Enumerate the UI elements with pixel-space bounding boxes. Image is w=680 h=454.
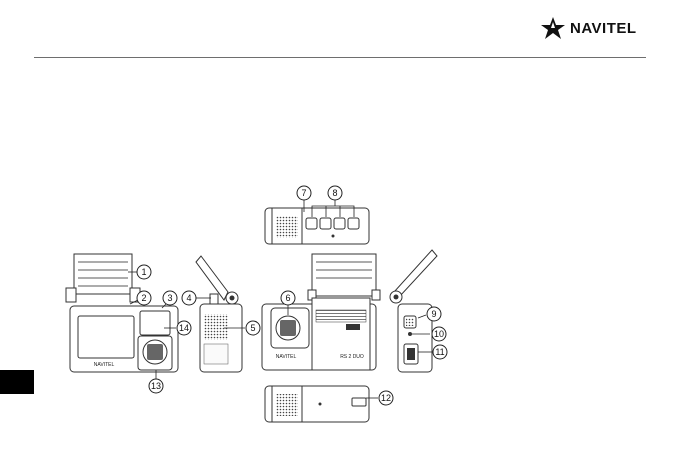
callout-4: 4 [181,290,197,306]
top-button-2 [319,217,332,230]
page-tab-marker [0,370,34,394]
callout-10: 10 [431,326,447,342]
svg-text:12: 12 [381,393,391,403]
callout-9: 9 [426,306,442,322]
callout-2: 2 [136,290,152,306]
callout-7: 7 [296,185,312,201]
callout-12: 12 [378,390,394,406]
svg-text:4: 4 [186,293,191,303]
svg-text:7: 7 [301,188,306,198]
model-label: RS 2 DUO [340,354,364,360]
front-view: NAVITEL [65,253,179,373]
side-indicator-10 [408,332,412,336]
bottom-port [351,397,367,407]
front-button-3 [139,310,171,336]
svg-text:9: 9 [431,309,436,319]
callout-3: 3 [162,290,178,306]
speaker-grille [204,314,228,340]
leader-lines [128,200,432,399]
svg-text:1: 1 [141,267,146,277]
svg-text:13: 13 [151,381,161,391]
svg-text:3: 3 [167,293,172,303]
callout-13: 13 [148,378,164,394]
svg-text:11: 11 [435,347,444,357]
front-screen [77,315,135,359]
usb-port [209,293,219,305]
top-button-1 [305,217,318,230]
callout-8: 8 [327,185,343,201]
navitel-star-icon [541,17,565,39]
side-view-right [389,249,438,373]
page-header: NAVITEL [0,0,680,60]
callout-1: 1 [136,264,152,280]
top-button-4 [347,217,360,230]
svg-text:10: 10 [434,329,444,339]
svg-text:6: 6 [285,293,290,303]
svg-text:2: 2 [141,293,146,303]
header-divider [34,57,646,58]
svg-text:14: 14 [179,323,189,333]
callout-14: 14 [176,320,192,336]
side-view-left [195,255,243,373]
rear-view: NAVITEL RS 2 DUO [261,253,381,371]
front-brand-label: NAVITEL [94,362,115,368]
svg-text:8: 8 [332,188,337,198]
top-view [264,207,370,245]
brand-logo: NAVITEL [540,16,637,40]
bottom-view [264,385,370,423]
rear-brand-label: NAVITEL [276,354,297,360]
callout-6: 6 [280,290,296,306]
svg-text:5: 5 [250,323,255,333]
callout-5: 5 [245,320,261,336]
top-button-3 [333,217,346,230]
callout-11: 11 [432,344,448,360]
brand-name: NAVITEL [570,19,637,37]
